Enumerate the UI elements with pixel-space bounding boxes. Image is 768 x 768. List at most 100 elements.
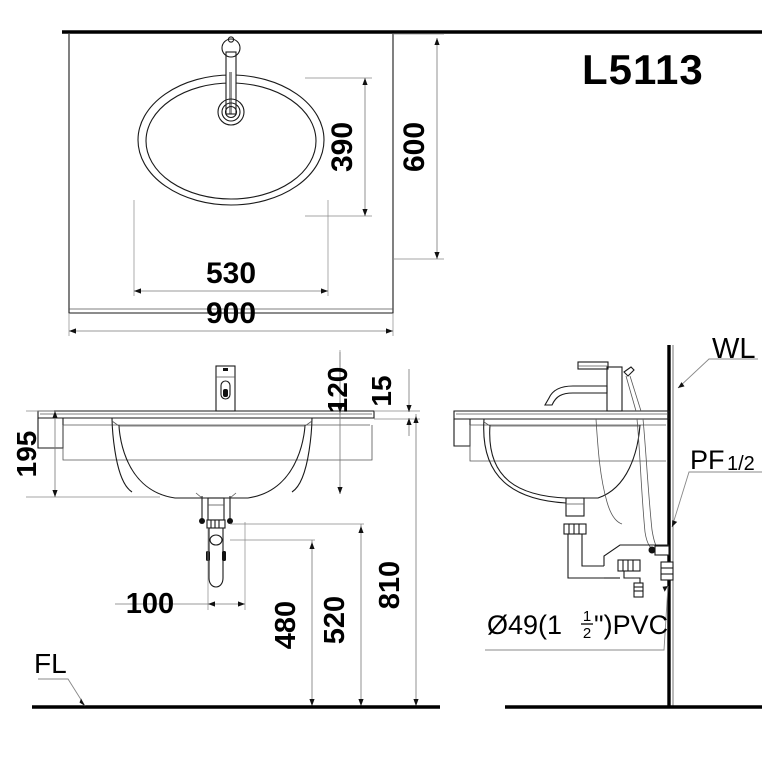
dim-120-arrow-bottom bbox=[337, 487, 343, 494]
side-faucet-body bbox=[606, 366, 623, 412]
front-bowl-outer bbox=[118, 424, 306, 499]
side-faucet-lever bbox=[577, 361, 609, 370]
wl-leader-arrow bbox=[678, 382, 685, 388]
side-faucet-cap bbox=[623, 366, 635, 377]
side-pf-fitting bbox=[654, 545, 670, 556]
side-trap-down-leg bbox=[567, 534, 604, 579]
dim-520-text: 520 bbox=[319, 596, 351, 644]
dim-15-text: 15 bbox=[366, 375, 397, 406]
front-supply-right-cap bbox=[227, 518, 233, 524]
faucet-spout-shadow bbox=[229, 72, 232, 114]
dim-195-text: 195 bbox=[11, 431, 42, 478]
top-view: 390 600 530 900 bbox=[62, 30, 762, 336]
dim-120-text: 120 bbox=[322, 367, 353, 414]
dim-520-arrow-bottom bbox=[358, 699, 364, 706]
dim-100-arrow-left bbox=[208, 601, 215, 607]
faucet-base-mid bbox=[221, 102, 241, 122]
dim-600-arrow-bottom bbox=[434, 252, 440, 259]
front-faucet-top-detail bbox=[223, 368, 228, 371]
front-faucet-lever bbox=[220, 380, 231, 400]
side-bowl-left-wall bbox=[483, 418, 567, 504]
dim-520-arrow-top bbox=[358, 526, 364, 533]
faucet-base-inner bbox=[224, 105, 238, 119]
dim-900-arrow-left bbox=[69, 328, 76, 334]
side-drain-tailpiece bbox=[565, 497, 585, 517]
side-apron-body bbox=[469, 425, 666, 462]
wl-leader bbox=[677, 358, 758, 389]
page-title: L5113 bbox=[582, 46, 704, 93]
front-faucet-body bbox=[215, 365, 236, 412]
front-counter-slab bbox=[37, 410, 375, 419]
dim-15-arrow-top bbox=[406, 405, 412, 412]
faucet-body-top bbox=[225, 51, 237, 115]
waste-pipe-label-suffix: ")PVC bbox=[594, 610, 668, 640]
dim-100-text: 100 bbox=[126, 588, 174, 620]
dim-530-arrow-right bbox=[321, 288, 328, 294]
front-drain-tailpiece bbox=[207, 497, 225, 521]
side-pf-valve bbox=[648, 546, 656, 554]
dim-530-text: 530 bbox=[206, 257, 256, 290]
side-waste-wall-stub bbox=[660, 561, 674, 581]
dim-480-arrow-top bbox=[309, 542, 315, 549]
waste-pipe-label-group: Ø49(1 1 2 ")PVC bbox=[487, 608, 668, 642]
dim-390-arrow-bottom bbox=[362, 209, 368, 216]
side-trap-nut bbox=[563, 523, 587, 535]
front-bowl-rim bbox=[111, 420, 313, 427]
pvc-leader-arrow bbox=[662, 586, 668, 592]
dim-100-arrow-right bbox=[238, 601, 245, 607]
wall-line-label: WL bbox=[712, 333, 756, 365]
side-counter-slab bbox=[453, 410, 670, 420]
waste-pipe-frac-numerator: 1 bbox=[583, 608, 591, 625]
dim-390-text: 390 bbox=[326, 122, 359, 172]
dim-480-text: 480 bbox=[270, 601, 302, 649]
dim-390-arrow-top bbox=[362, 78, 368, 85]
faucet-handle-knob bbox=[227, 36, 235, 43]
side-view: WL PF 1/2 Ø49(1 1 2 ")PVC bbox=[453, 333, 762, 709]
pvc-leader bbox=[485, 585, 669, 651]
front-trap-nut-outline bbox=[206, 519, 226, 529]
side-waste-run-upper bbox=[603, 544, 669, 566]
front-supply-left-elbow bbox=[195, 492, 203, 499]
faucet-base-outer bbox=[217, 98, 245, 126]
side-trap-down-leg-inner bbox=[581, 534, 604, 567]
pf-leader bbox=[671, 471, 762, 528]
supply-fitting-label: PF bbox=[690, 445, 725, 475]
waste-pipe-frac-denominator: 2 bbox=[583, 625, 591, 642]
side-supply-hose-right bbox=[642, 418, 661, 551]
fl-leader bbox=[38, 678, 86, 707]
front-view: 195 120 15 100 bbox=[11, 350, 440, 709]
side-faucet-spout bbox=[544, 385, 608, 406]
dim-900-text: 900 bbox=[206, 297, 256, 330]
front-bowl-right-lip bbox=[291, 417, 313, 493]
dim-15-arrow-bottom bbox=[406, 418, 412, 425]
counter-outline bbox=[68, 34, 394, 314]
fl-leader-arrow bbox=[79, 698, 85, 706]
dim-120-arrow-top bbox=[337, 406, 343, 413]
supply-fitting-size-label: 1/2 bbox=[727, 453, 755, 475]
front-faucet-lever-fill bbox=[223, 389, 228, 397]
side-faucet-hose-b bbox=[629, 375, 642, 412]
side-popup-rod bbox=[595, 418, 623, 525]
side-bowl-rim bbox=[483, 421, 640, 427]
side-waste-coupling bbox=[633, 582, 644, 598]
floor-line-label: FL bbox=[34, 648, 67, 679]
dim-530-arrow-left bbox=[134, 288, 141, 294]
side-waste-nut bbox=[617, 559, 641, 572]
front-trap-clip-right bbox=[222, 551, 226, 561]
side-bowl-outer bbox=[489, 424, 641, 499]
side-faucet-hose-a bbox=[625, 375, 637, 412]
dim-195-arrow-top bbox=[52, 411, 58, 418]
front-trap-cleanout bbox=[209, 534, 223, 546]
dim-810-arrow-bottom bbox=[413, 699, 419, 706]
front-bowl-left-lip bbox=[111, 417, 133, 493]
dim-195-arrow-bottom bbox=[52, 490, 58, 497]
front-apron-body bbox=[62, 425, 373, 461]
dim-810-arrow-top bbox=[413, 416, 419, 423]
dim-480-arrow-bottom bbox=[309, 699, 315, 706]
pf-leader-arrow bbox=[672, 520, 678, 527]
dim-600-text: 600 bbox=[398, 122, 431, 172]
waste-pipe-label-prefix: Ø49(1 bbox=[487, 610, 562, 640]
front-supply-left-cap bbox=[199, 518, 205, 524]
